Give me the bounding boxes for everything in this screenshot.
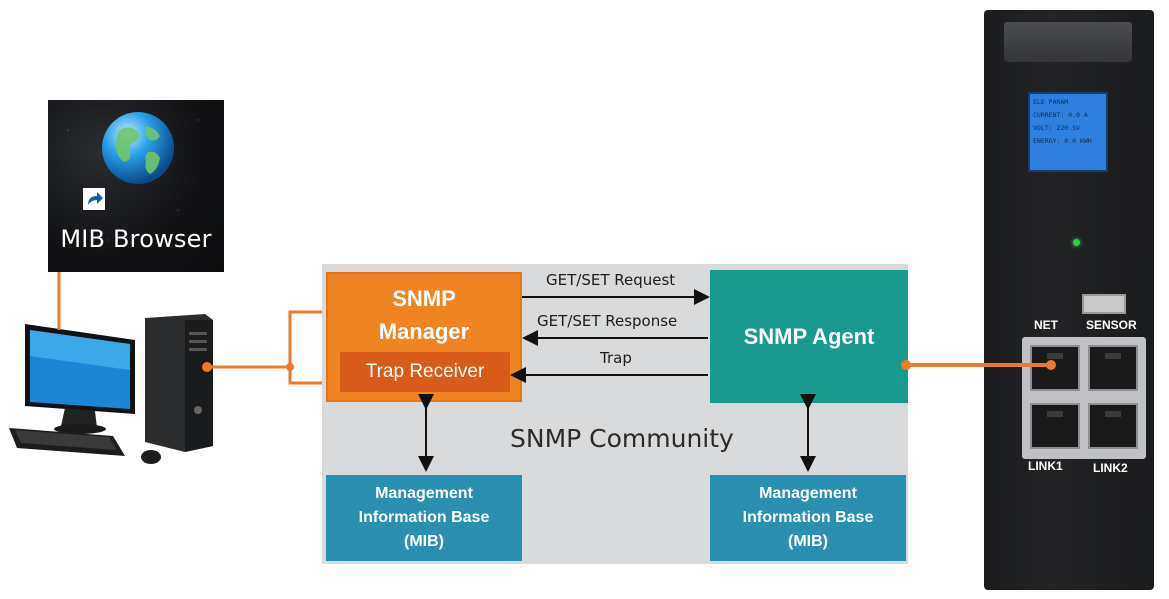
mib-browser-shortcut[interactable]: MIB Browser [48,100,224,272]
shortcut-arrow-icon [83,188,105,210]
pdu-top-cap [1004,22,1132,62]
status-led [1073,239,1080,246]
agent-device-link [904,363,1054,367]
mib-browser-label: MIB Browser [60,225,212,253]
link2-port [1088,403,1138,449]
mib-right-line3: (MIB) [788,533,828,550]
mib-right-line2: Information Base [742,509,874,526]
lcd-line-3: VOLT: 220.5V [1033,124,1080,132]
lcd-line-4: ENERGY: 0.0 KWH [1033,137,1092,145]
link-dot-device [1046,360,1056,370]
desktop-computer-icon [9,314,213,464]
snmp-agent-title: SNMP Agent [743,323,875,349]
mib-right-line1: Management [759,485,857,502]
pdu-lcd-display: ELE PARAM CURRENT: 0.0 A VOLT: 220.5V EN… [1028,92,1108,172]
manager-title-line2: Manager [378,319,470,344]
mib-left-line1: Management [375,485,473,502]
net-port-label: NET [1034,318,1058,332]
trap-label: Trap [600,349,632,367]
lcd-line-2: CURRENT: 0.0 A [1033,111,1088,119]
sensor-port-label: SENSOR [1086,318,1137,332]
snmp-manager-title: SNMP Manager [328,282,520,348]
mib-left-line3: (MIB) [404,533,444,550]
net-port-2 [1088,345,1138,391]
globe-icon [102,112,174,184]
get-set-request-label: GET/SET Request [546,271,676,289]
snmp-manager-box: SNMP Manager Trap Receiver [326,272,522,402]
sensor-port [1082,294,1126,314]
snmp-community-label: SNMP Community [510,424,734,453]
link1-port [1030,403,1080,449]
mib-left-line2: Information Base [358,509,490,526]
ethernet-port-block [1022,337,1146,459]
manager-mib-box: Management Information Base (MIB) [326,475,522,561]
link1-port-label: LINK1 [1028,459,1063,473]
lcd-line-1: ELE PARAM [1033,98,1069,106]
link2-port-label: LINK2 [1093,461,1128,475]
get-set-response-label: GET/SET Response [537,312,678,330]
manager-title-line1: SNMP [392,286,456,311]
snmp-agent-box: SNMP Agent [710,270,908,403]
link-dot-agent [901,360,911,370]
trap-receiver: Trap Receiver [340,352,510,392]
agent-mib-box: Management Information Base (MIB) [710,475,906,561]
